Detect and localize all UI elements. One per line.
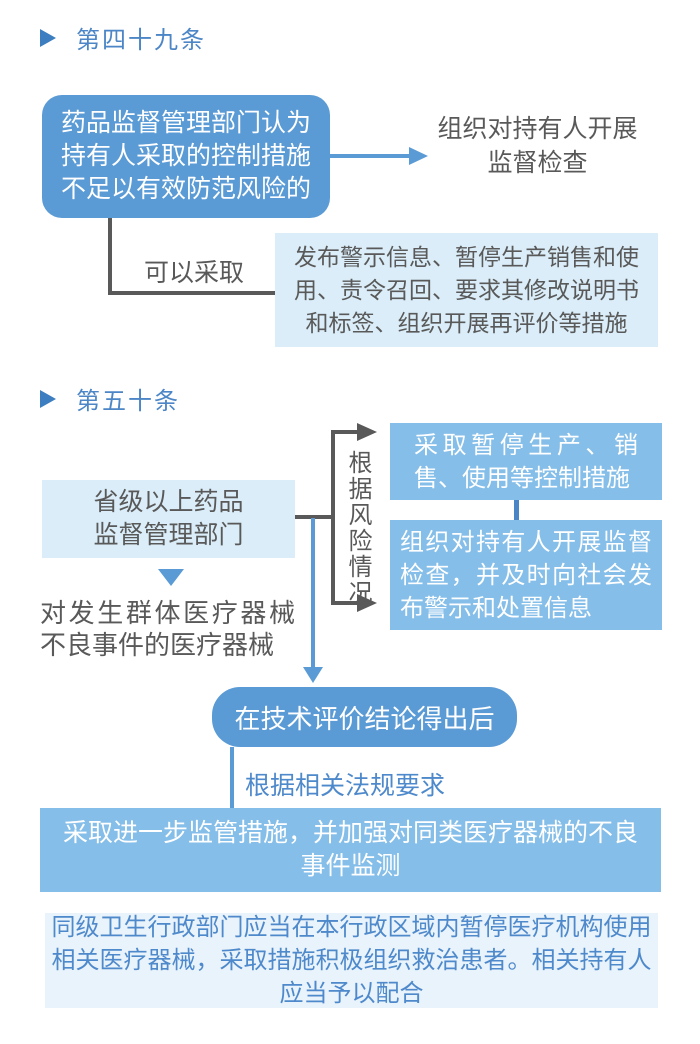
risk-condition-label: 根据风险情况: [344, 450, 371, 606]
may-take-label: 可以采取: [144, 259, 245, 287]
inspection-result-text: 组织对持有人开展监督检查: [437, 115, 638, 177]
section-50-title: 第五十条: [76, 388, 180, 415]
regulation-label: 根据相关法规要求: [245, 772, 446, 800]
bracket-top-arm-line: [331, 430, 359, 434]
regulation-connector-line: [230, 747, 234, 808]
down-arrow-icon: [303, 667, 323, 683]
further-measures-box: 采取进一步监管措施，并加强对同类医疗器械的不良事件监测: [40, 808, 661, 892]
target-device-text: 对发生群体医疗器械不良事件的医疗器械: [40, 598, 295, 660]
bullet-triangle-icon: [40, 389, 56, 408]
bullet-triangle-icon: [40, 28, 56, 47]
elbow-line-horizontal: [108, 291, 275, 295]
down-arrow-line: [311, 518, 315, 668]
right-arrow-icon: [357, 423, 377, 441]
elbow-line-vertical: [108, 218, 112, 295]
section-50-header: 第五十条: [40, 381, 180, 416]
inspection-arrow-line: [330, 154, 412, 158]
authority-box-text: 省级以上药品监督管理部门: [93, 488, 244, 549]
section-49-title: 第四十九条: [76, 27, 206, 54]
authority-box: 省级以上药品监督管理部门: [42, 480, 295, 558]
down-triangle-icon: [158, 569, 184, 586]
section-49-header: 第四十九条: [40, 20, 206, 55]
health-authority-box: 同级卫生行政部门应当在本行政区域内暂停医疗机构使用相关医疗器械，采取措施积极组织…: [45, 913, 658, 1008]
right-arrow-icon: [409, 147, 428, 165]
box-connector-line: [514, 500, 519, 520]
control-measures-box: 采取暂停生产、销售、使用等控制措施: [390, 423, 662, 500]
bracket-bottom-arm-line: [331, 601, 359, 605]
measures-box: 发布警示信息、暂停生产销售和使用、责令召回、要求其修改说明书和标签、组织开展再评…: [275, 233, 658, 347]
bracket-spine-line: [331, 430, 335, 605]
condition-box: 药品监督管理部门认为持有人采取的控制措施不足以有效防范风险的: [42, 95, 330, 218]
inspection-warning-box: 组织对持有人开展监督检查，并及时向社会发布警示和处置信息: [390, 520, 662, 630]
evaluation-box: 在技术评价结论得出后: [212, 687, 517, 747]
authority-connector-line: [295, 515, 333, 519]
right-arrow-icon: [357, 594, 377, 612]
